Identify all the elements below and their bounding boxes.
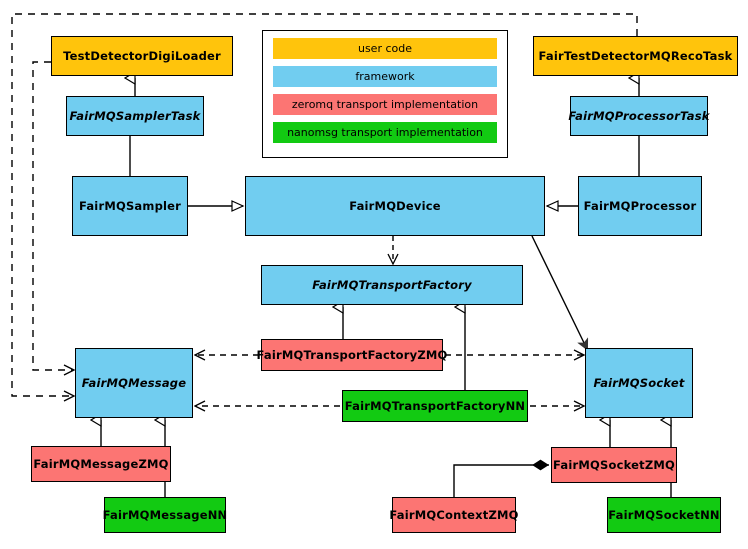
legend-label-zeromq: zeromq transport implementation: [291, 98, 479, 111]
class-box-FairMQMessage[interactable]: FairMQMessage: [75, 348, 193, 418]
legend-panel: user code framework zeromq transport imp…: [262, 30, 508, 158]
class-box-FairMQSocketZMQ[interactable]: FairMQSocketZMQ: [551, 447, 677, 483]
class-box-label: FairMQMessage: [81, 375, 187, 390]
legend-item-framework: framework: [273, 66, 497, 87]
class-box-label: TestDetectorDigiLoader: [63, 48, 221, 63]
legend-label-user-code: user code: [357, 42, 413, 55]
class-box-label: FairMQSampler: [78, 198, 182, 213]
class-box-label: FairMQTransportFactoryNN: [344, 398, 526, 413]
class-box-label: FairMQMessageZMQ: [33, 456, 169, 471]
class-box-FairMQTransportFactory[interactable]: FairMQTransportFactory: [261, 265, 523, 305]
class-box-label: FairMQTransportFactoryZMQ: [256, 347, 448, 362]
class-box-label: FairMQMessageNN: [102, 507, 228, 522]
class-box-label: FairMQSamplerTask: [69, 108, 201, 123]
class-box-FairMQTransportFactoryNN[interactable]: FairMQTransportFactoryNN: [342, 390, 528, 422]
class-box-label: FairMQContextZMQ: [389, 507, 519, 522]
legend-item-nanomsg: nanomsg transport implementation: [273, 122, 497, 143]
class-box-FairMQProcessor[interactable]: FairMQProcessor: [578, 176, 702, 236]
class-box-FairMQMessageNN[interactable]: FairMQMessageNN: [102, 497, 228, 533]
class-box-label: FairMQSocketNN: [608, 507, 720, 522]
class-box-label: FairMQTransportFactory: [312, 277, 472, 292]
class-box-FairMQProcessorTask[interactable]: FairMQProcessorTask: [568, 96, 710, 136]
edge-association-device-socket: [531, 235, 587, 349]
legend-label-nanomsg: nanomsg transport implementation: [287, 126, 483, 139]
class-box-FairMQSamplerTask[interactable]: FairMQSamplerTask: [66, 96, 204, 136]
legend-label-framework: framework: [355, 70, 415, 83]
class-box-label: FairMQProcessor: [583, 198, 697, 213]
class-box-FairMQTransportFactoryZMQ[interactable]: FairMQTransportFactoryZMQ: [257, 339, 447, 371]
class-box-label: FairMQProcessorTask: [568, 108, 710, 123]
legend-item-user-code: user code: [273, 38, 497, 59]
class-box-FairMQMessageZMQ[interactable]: FairMQMessageZMQ: [31, 446, 171, 482]
class-box-FairMQDevice[interactable]: FairMQDevice: [245, 176, 545, 236]
edge-composition-contextzmq-socketzmq: [453, 459, 549, 497]
class-box-label: FairMQDevice: [349, 198, 441, 213]
class-box-label: FairTestDetectorMQRecoTask: [538, 48, 733, 63]
class-box-FairMQSampler[interactable]: FairMQSampler: [72, 176, 188, 236]
class-box-FairMQContextZMQ[interactable]: FairMQContextZMQ: [389, 497, 519, 533]
class-box-FairTestDetectorMQRecoTask[interactable]: FairTestDetectorMQRecoTask: [533, 36, 738, 76]
class-box-TestDetectorDigiLoader[interactable]: TestDetectorDigiLoader: [51, 36, 233, 76]
class-box-FairMQSocket[interactable]: FairMQSocket: [585, 348, 693, 418]
class-box-label: FairMQSocketZMQ: [553, 457, 675, 472]
class-box-FairMQSocketNN[interactable]: FairMQSocketNN: [607, 497, 721, 533]
class-box-label: FairMQSocket: [593, 375, 685, 390]
legend-item-zeromq: zeromq transport implementation: [273, 94, 497, 115]
